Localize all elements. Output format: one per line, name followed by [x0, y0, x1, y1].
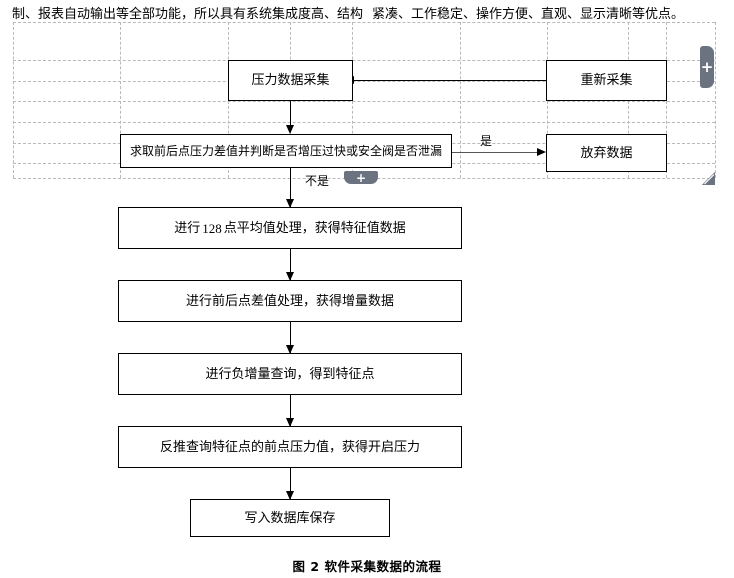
grid-hline — [13, 22, 715, 23]
edge-acquire-to-judge — [290, 101, 291, 131]
figure-caption: 图 2 软件采集数据的流程 — [292, 559, 442, 574]
edge-label-yes: 是 — [480, 134, 493, 148]
flow-node-re-acquire[interactable]: 重新采集 — [546, 60, 667, 101]
grid-hline — [13, 122, 715, 123]
edge-average-to-difference — [290, 249, 291, 283]
add-column-button[interactable]: + — [700, 46, 714, 88]
flow-node-label: 放弃数据 — [580, 145, 633, 161]
flow-node-label: 写入数据库保存 — [244, 510, 336, 526]
flow-node-average[interactable]: 进行 128 点平均值处理，获得特征值数据 — [118, 207, 462, 249]
grid-hline — [13, 60, 715, 61]
flow-node-negative[interactable]: 进行负增量查询，得到特征点 — [118, 353, 462, 395]
grid-hline — [13, 101, 715, 102]
edge-reacquire-to-acquire — [353, 80, 546, 81]
edge-arrow-down — [286, 418, 294, 427]
edge-arrow-down — [286, 491, 294, 500]
grid-vline — [460, 22, 461, 178]
plus-icon: + — [700, 57, 714, 76]
flow-node-acquire[interactable]: 压力数据采集 — [228, 60, 353, 101]
grid-vline — [120, 22, 121, 178]
edge-arrow-down — [286, 345, 294, 354]
edge-difference-to-negative — [290, 322, 291, 356]
flow-node-backtrack[interactable]: 反推查询特征点的前点压力值，获得开启压力 — [118, 426, 462, 468]
edge-arrow-right — [537, 148, 546, 156]
body-paragraph-right: 紧凑、工作稳定、操作方便、直观、显示清晰等优点。 — [372, 7, 685, 22]
edge-label-no: 不是 — [305, 174, 330, 188]
grid-vline — [715, 22, 716, 178]
edge-negative-to-backtrack — [290, 395, 291, 429]
flow-node-difference[interactable]: 进行前后点差值处理，获得增量数据 — [118, 280, 462, 322]
flow-node-label: 进行负增量查询，得到特征点 — [205, 366, 375, 382]
flow-node-label-post: 点平均值处理，获得特征值数据 — [223, 220, 406, 236]
table-resize-handle[interactable] — [702, 172, 715, 185]
grid-vline — [13, 22, 14, 178]
plus-icon: + — [355, 170, 367, 185]
flow-node-label-pre: 进行 — [174, 220, 201, 236]
flow-node-label: 求取前后点压力差值并判断是否增压过快或安全阀是否泄漏 — [129, 143, 442, 158]
flow-node-judge[interactable]: 求取前后点压力差值并判断是否增压过快或安全阀是否泄漏 — [120, 134, 452, 168]
flow-node-label: 反推查询特征点的前点压力值，获得开启压力 — [159, 439, 420, 455]
flow-node-label: 进行前后点差值处理，获得增量数据 — [185, 293, 394, 309]
edge-arrow-down — [286, 199, 294, 208]
flow-node-label: 压力数据采集 — [251, 73, 330, 88]
resize-handle-icon — [702, 172, 715, 185]
flow-node-label-number: 128 — [202, 220, 222, 236]
grid-hline — [13, 81, 715, 82]
edge-judge-to-average — [290, 168, 291, 210]
flow-node-label: 重新采集 — [580, 73, 633, 88]
body-paragraph-left: 制、报表自动输出等全部功能，所以具有系统集成度高、结构 — [12, 7, 364, 22]
edge-arrow-down — [286, 272, 294, 281]
edge-backtrack-to-save — [290, 468, 291, 502]
edge-arrow-down — [286, 125, 294, 134]
flow-node-discard[interactable]: 放弃数据 — [546, 134, 667, 172]
add-row-button[interactable]: + — [344, 171, 378, 184]
edge-judge-to-discard — [452, 152, 544, 153]
flow-node-save[interactable]: 写入数据库保存 — [190, 499, 390, 537]
